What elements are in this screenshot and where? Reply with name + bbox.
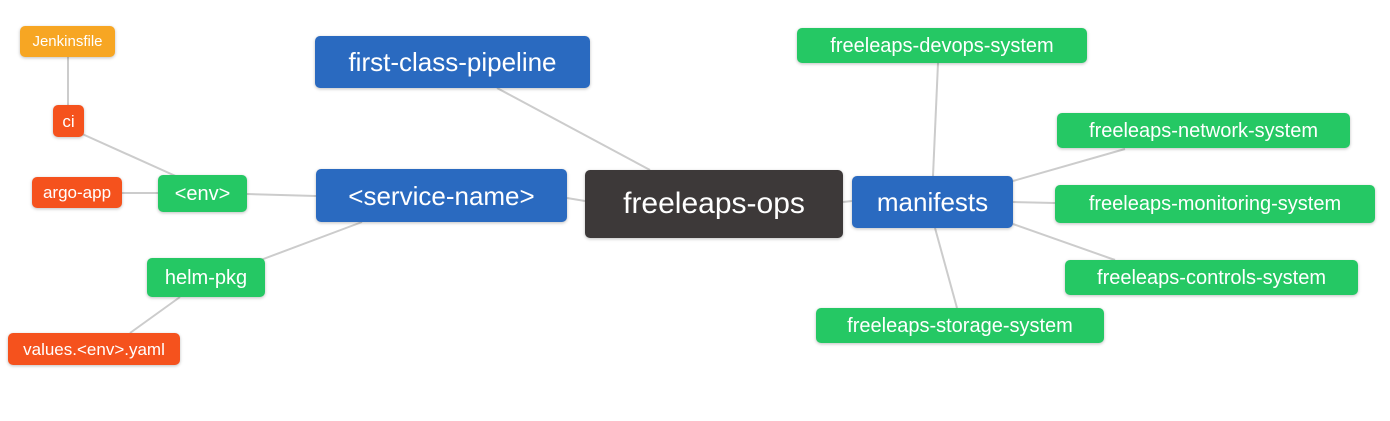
edge-manifests-to-freeleaps-storage-system bbox=[934, 227, 958, 309]
node-ci[interactable]: ci bbox=[53, 105, 84, 137]
node-manifests[interactable]: manifests bbox=[852, 176, 1013, 228]
edge-ci-to-env bbox=[79, 132, 181, 179]
edge-values-env-yaml-to-helm-pkg bbox=[129, 296, 181, 334]
node-freeleaps-monitoring-system[interactable]: freeleaps-monitoring-system bbox=[1055, 185, 1375, 223]
edge-freeleaps-ops-to-manifests bbox=[842, 200, 853, 203]
node-first-class-pipeline[interactable]: first-class-pipeline bbox=[315, 36, 590, 88]
node-argo-app[interactable]: argo-app bbox=[32, 177, 122, 208]
node-jenkinsfile[interactable]: Jenkinsfile bbox=[20, 26, 115, 57]
edge-env-to-service-name bbox=[246, 193, 317, 197]
node-freeleaps-controls-system[interactable]: freeleaps-controls-system bbox=[1065, 260, 1358, 295]
node-values-env-yaml[interactable]: values.<env>.yaml bbox=[8, 333, 180, 365]
node-freeleaps-devops-system[interactable]: freeleaps-devops-system bbox=[797, 28, 1087, 63]
edge-first-class-pipeline-to-freeleaps-ops bbox=[496, 87, 651, 171]
edge-service-name-to-freeleaps-ops bbox=[566, 197, 586, 202]
node-service-name[interactable]: <service-name> bbox=[316, 169, 567, 222]
edge-manifests-to-freeleaps-monitoring-system bbox=[1012, 201, 1056, 204]
edge-helm-pkg-to-service-name bbox=[257, 221, 363, 262]
node-freeleaps-storage-system[interactable]: freeleaps-storage-system bbox=[816, 308, 1104, 343]
edge-manifests-to-freeleaps-devops-system bbox=[932, 62, 939, 177]
node-helm-pkg[interactable]: helm-pkg bbox=[147, 258, 265, 297]
node-freeleaps-network-system[interactable]: freeleaps-network-system bbox=[1057, 113, 1350, 148]
edge-manifests-to-freeleaps-controls-system bbox=[1012, 223, 1116, 261]
edge-manifests-to-freeleaps-network-system bbox=[1012, 148, 1126, 182]
node-freeleaps-ops[interactable]: freeleaps-ops bbox=[585, 170, 843, 238]
node-env[interactable]: <env> bbox=[158, 175, 247, 212]
